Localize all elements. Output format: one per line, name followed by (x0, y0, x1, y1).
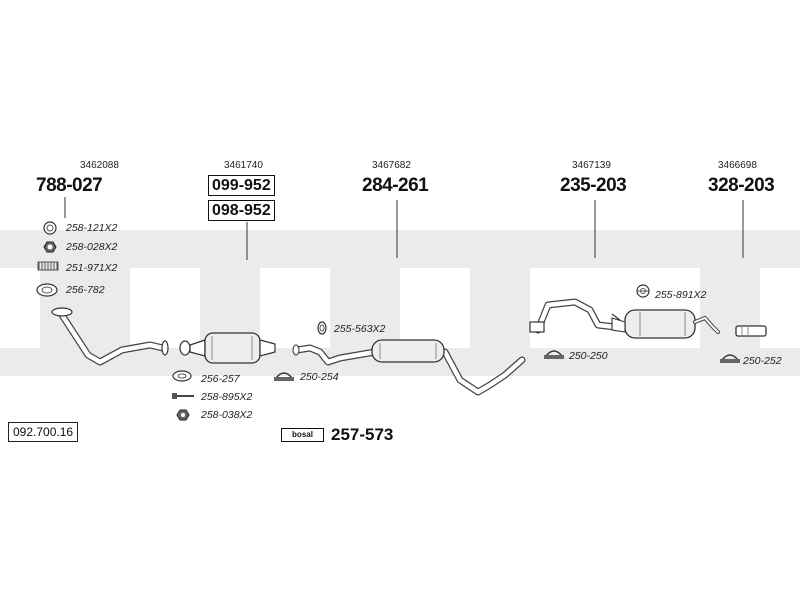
part-number-4: 235-203 (560, 175, 627, 196)
label-258-895: 258-895X2 (201, 391, 253, 403)
clamp-icon-250-252 (720, 354, 740, 363)
watermark-band-top (0, 230, 800, 268)
middle-pipe-drawing (292, 339, 526, 396)
label-256-257: 256-257 (201, 373, 240, 385)
part-number-3: 284-261 (362, 175, 429, 196)
label-258-038: 258-038X2 (201, 409, 253, 421)
label-255-891: 255-891X2 (655, 289, 707, 301)
part-ref-5: 3466698 (718, 160, 757, 171)
converter-nut-icon (176, 409, 190, 421)
part-number-2b: 098-952 (208, 200, 275, 221)
label-258-028: 258-028X2 (66, 241, 118, 253)
bosal-logo-text: bosal (292, 430, 313, 439)
label-251-971: 251-971X2 (66, 262, 118, 274)
label-250-254: 250-254 (300, 371, 339, 383)
watermark-block-s (330, 268, 400, 348)
part-ref-2: 3461740 (224, 160, 263, 171)
catalytic-converter-drawing (179, 332, 276, 364)
part-ref-4: 3467139 (572, 160, 611, 171)
middle-gasket-icon (317, 321, 327, 335)
label-250-252: 250-252 (743, 355, 782, 367)
gasket-icon (36, 283, 58, 297)
ring-icon (43, 221, 57, 235)
bolt-icon (172, 393, 194, 399)
label-258-121: 258-121X2 (66, 222, 118, 234)
nut-icon (43, 241, 57, 253)
spring-icon (37, 261, 59, 271)
label-255-563: 255-563X2 (334, 323, 386, 335)
part-number-2a: 099-952 (208, 175, 275, 196)
label-256-782: 256-782 (66, 284, 105, 296)
part-number-1: 788-027 (36, 175, 103, 196)
set-number: 092.700.16 (8, 422, 79, 442)
tail-pipe-drawing (735, 325, 767, 337)
part-number-5: 328-203 (708, 175, 775, 196)
watermark-block-b (40, 268, 130, 348)
part-ref-3: 3467682 (372, 160, 411, 171)
hanger-icon (636, 284, 650, 298)
label-250-250: 250-250 (569, 350, 608, 362)
watermark-block-a (470, 268, 530, 348)
clamp-icon-250-254 (274, 372, 294, 381)
rear-pipe-drawing (529, 298, 720, 339)
converter-gasket-icon (172, 370, 192, 382)
part-ref-1: 3462088 (80, 160, 119, 171)
bosal-logo: bosal (281, 428, 324, 442)
front-pipe-drawing (51, 307, 169, 366)
clamp-icon-250-250 (544, 350, 564, 359)
kit-number: 257-573 (331, 425, 394, 444)
